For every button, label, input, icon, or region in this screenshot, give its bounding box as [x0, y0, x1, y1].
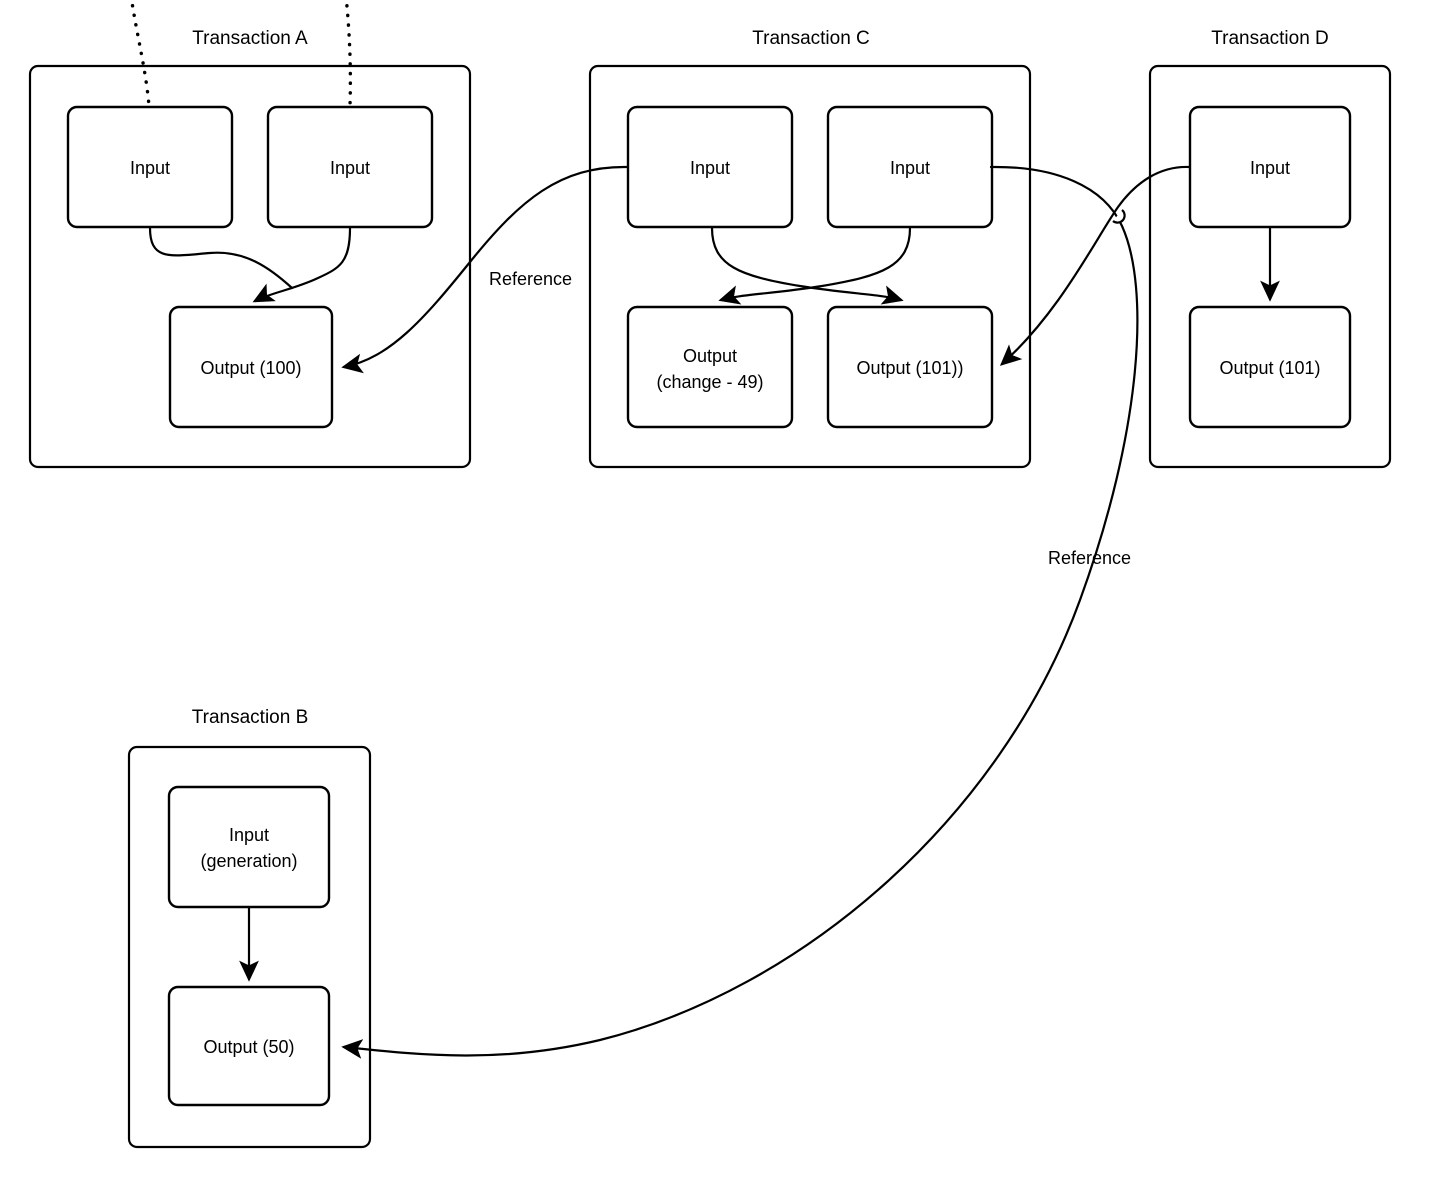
edge-a-input1-to-output: [148, 226, 294, 290]
incoming-dotted-line-right: [344, 0, 353, 108]
transaction-group-d[interactable]: Transaction D Input Output (101): [1148, 28, 1392, 469]
node-a-input-2-label: Input: [330, 158, 370, 178]
node-c-output-1-label-line2: (change - 49): [656, 372, 763, 392]
incoming-dotted-line-left: [129, 0, 151, 108]
edge-c-input1-to-output2: [710, 226, 904, 305]
node-a-output-1-label: Output (100): [200, 358, 301, 378]
transaction-d-title: Transaction D: [1211, 28, 1329, 49]
node-c-output-1-label-line1: Output: [683, 346, 737, 366]
node-c-output-2[interactable]: [826, 305, 994, 429]
node-b-output-1[interactable]: [167, 985, 331, 1107]
edge-a-input2-to-output: [252, 226, 352, 303]
node-b-input-1-label-line1: Input: [229, 825, 269, 845]
edge-reference-c-to-a: [341, 165, 629, 374]
node-d-input-1-label: Input: [1250, 158, 1290, 178]
edge-reference-d-to-c: [999, 165, 1191, 366]
node-c-output-1[interactable]: [626, 305, 794, 429]
reference-label-c-to-b: Reference: [1048, 548, 1131, 568]
transaction-a-title: Transaction A: [192, 28, 308, 49]
node-b-input-1[interactable]: [167, 785, 331, 909]
node-b-output-1-label: Output (50): [203, 1037, 294, 1057]
node-c-input-1-label: Input: [690, 158, 730, 178]
transaction-d-frame[interactable]: [1148, 64, 1392, 469]
transaction-c-title: Transaction C: [752, 28, 870, 49]
transaction-c-frame[interactable]: [588, 64, 1032, 469]
reference-label-c-to-a: Reference: [489, 269, 572, 289]
node-c-input-2-label: Input: [890, 158, 930, 178]
line-jump-hop: [1112, 209, 1126, 224]
node-a-output-1[interactable]: [168, 305, 334, 429]
node-d-output-1-label: Output (101): [1219, 358, 1320, 378]
transaction-group-b[interactable]: Transaction B Input (generation) Output …: [127, 707, 372, 1149]
node-d-output-1[interactable]: [1188, 305, 1352, 429]
node-b-input-1-label-line2: (generation): [200, 851, 297, 871]
transaction-group-c[interactable]: Transaction C Input Input Output (change…: [588, 28, 1032, 469]
transaction-a-frame[interactable]: [28, 64, 472, 469]
node-a-input-1-label: Input: [130, 158, 170, 178]
node-c-output-2-label: Output (101)): [856, 358, 963, 378]
edge-reference-c-to-b: [341, 165, 1139, 1059]
transaction-b-frame[interactable]: [127, 745, 372, 1149]
edge-c-input2-to-output1: [718, 226, 912, 305]
transaction-b-title: Transaction B: [192, 707, 309, 728]
transaction-group-a[interactable]: Transaction A Input Input Output (100): [28, 0, 472, 469]
